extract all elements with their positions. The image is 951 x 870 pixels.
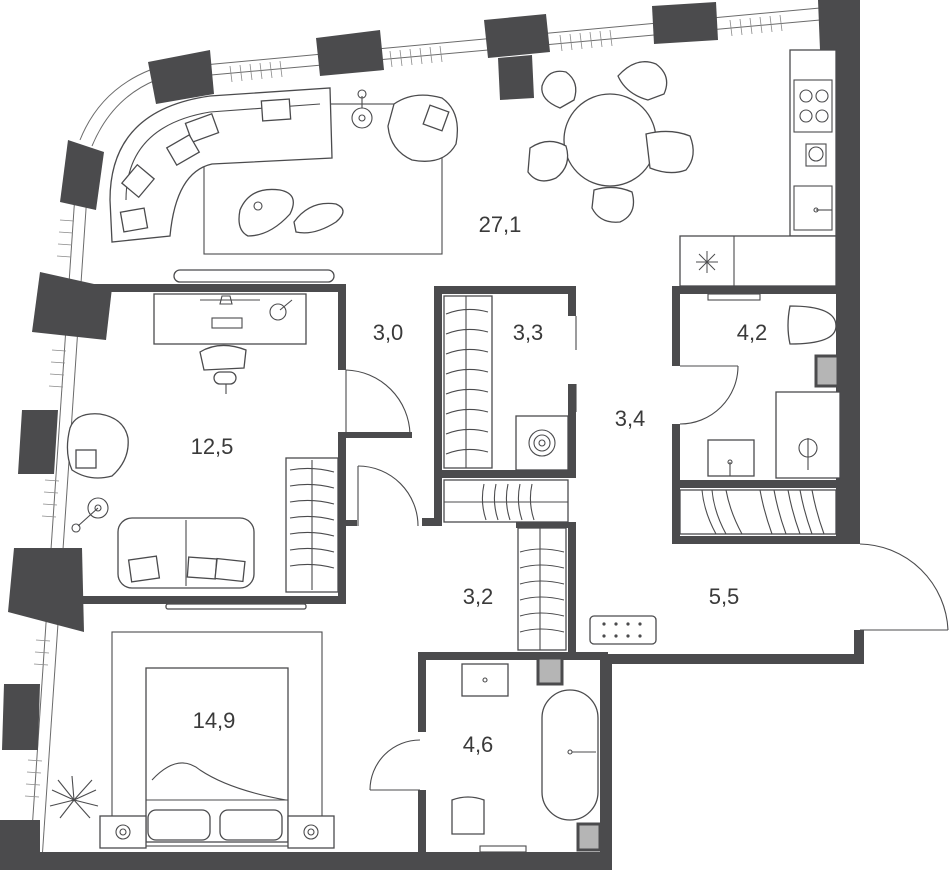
walls	[0, 40, 864, 870]
master-bedroom-furniture	[49, 631, 335, 849]
living-furniture	[109, 49, 837, 287]
snowflake-icon	[696, 251, 718, 273]
area-label-bathroom-upper: 4,2	[737, 320, 768, 345]
upper-bathroom-fixtures	[679, 293, 841, 535]
area-label-corridor: 3,4	[615, 406, 646, 431]
room-labels: 27,1 3,0 3,3 4,2 3,4 12,5 3,2 5,5 14,9 4…	[191, 212, 768, 757]
study-furniture	[66, 269, 339, 610]
walk-in-wardrobe	[443, 295, 569, 471]
area-label-living-kitchen: 27,1	[479, 212, 522, 237]
plant-icon	[49, 775, 99, 819]
area-label-wardrobe: 3,3	[513, 320, 544, 345]
lower-bathroom-fixtures	[451, 656, 602, 853]
doors	[345, 316, 949, 791]
area-label-master-bedroom: 14,9	[193, 708, 236, 733]
window-glazing	[24, 7, 821, 861]
area-label-hall-upper: 3,0	[373, 320, 404, 345]
hall-wardrobes	[443, 479, 657, 651]
area-label-hall-lower: 3,2	[463, 584, 494, 609]
area-label-bathroom-lower: 4,6	[463, 732, 494, 757]
area-label-entrance-hall: 5,5	[709, 584, 740, 609]
area-label-study-bedroom: 12,5	[191, 434, 234, 459]
